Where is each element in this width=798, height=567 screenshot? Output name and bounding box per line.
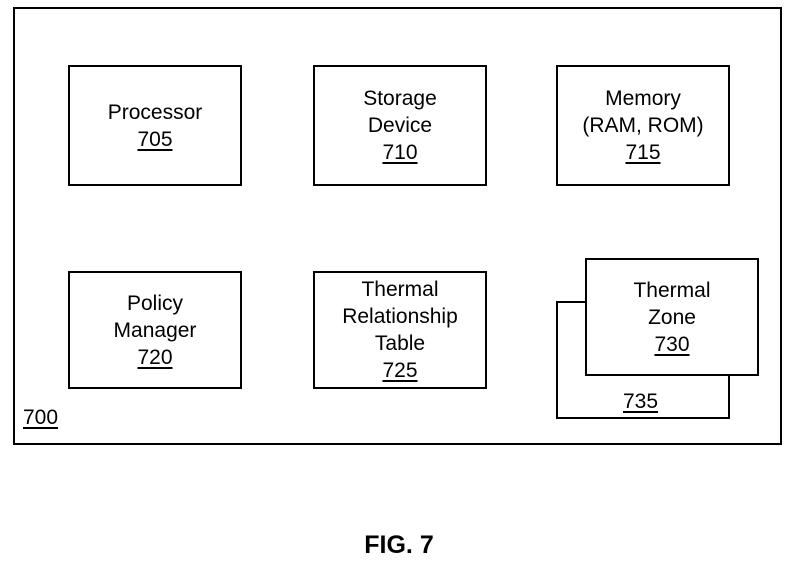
- zone-label-line-1: Thermal: [633, 278, 711, 302]
- table-label-line-2: Relationship: [342, 305, 458, 328]
- memory-label-line-2: (RAM, ROM): [582, 114, 704, 137]
- policy-label-line-1: Policy: [126, 291, 184, 315]
- stacked-zone-ref: 735: [623, 390, 659, 413]
- storage-label-line-1: Storage: [363, 87, 437, 110]
- processor-label: Processor: [107, 100, 203, 124]
- figure-label: FIG. 7: [364, 531, 434, 559]
- storage-label-line-2: Device: [367, 114, 433, 137]
- memory-label-line-1: Memory: [605, 87, 681, 110]
- policy-ref: 720: [137, 345, 173, 369]
- memory-box: Memory (RAM, ROM) 715: [556, 65, 730, 186]
- zone-ref: 730: [654, 332, 690, 356]
- thermal-zone-box: Thermal Zone 730: [585, 258, 759, 376]
- policy-manager-box: Policy Manager 720: [68, 271, 242, 389]
- memory-ref: 715: [625, 141, 661, 164]
- table-label-line-3: Table: [374, 332, 426, 355]
- table-ref: 725: [382, 359, 418, 382]
- zone-label-line-2: Zone: [648, 305, 696, 329]
- policy-label-line-2: Manager: [113, 318, 197, 342]
- device-ref: 700: [23, 406, 59, 429]
- table-label-line-1: Thermal: [361, 278, 439, 301]
- processor-ref: 705: [137, 127, 173, 151]
- thermal-relationship-table-box: Thermal Relationship Table 725: [313, 271, 487, 389]
- storage-device-box: Storage Device 710: [313, 65, 487, 186]
- device-outline: [13, 7, 782, 445]
- processor-box: Processor 705: [68, 65, 242, 186]
- storage-ref: 710: [382, 141, 418, 164]
